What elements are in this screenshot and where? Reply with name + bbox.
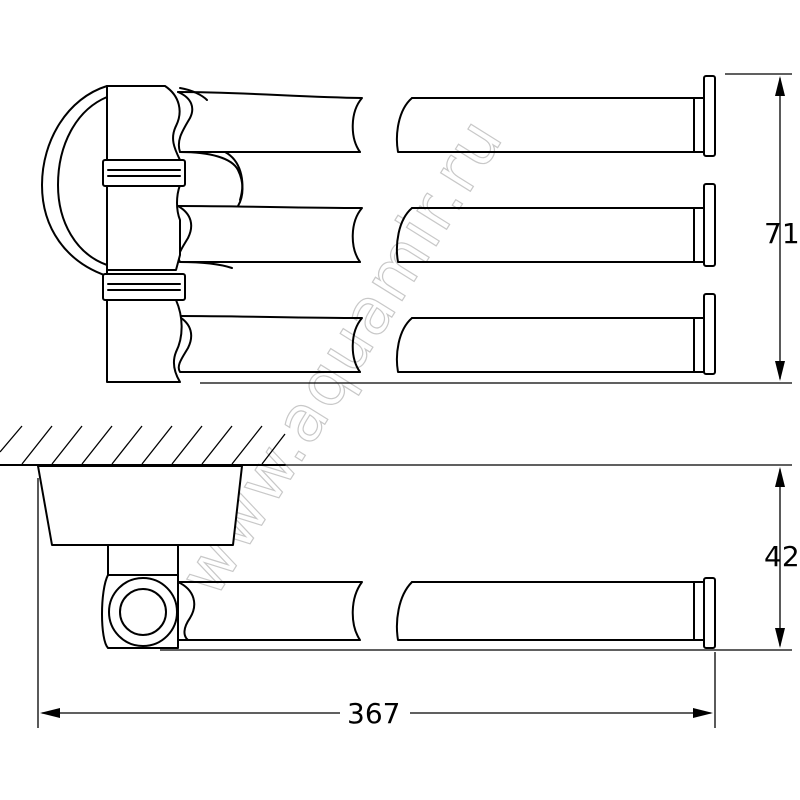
dimension-label-42: 42 (764, 540, 800, 573)
side-arm (177, 577, 716, 649)
dimension-total-width: 367 (37, 478, 716, 730)
dimension-height-top: 71 (200, 73, 800, 384)
pivot-block (102, 85, 186, 383)
towel-arm-1 (177, 75, 716, 157)
towel-arm-3 (177, 293, 716, 375)
pivot-ring (179, 151, 244, 269)
side-view: 42 367 (0, 425, 800, 730)
dimension-label-71: 71 (764, 217, 800, 250)
dimension-label-367: 367 (347, 697, 400, 730)
top-view: 71 (41, 73, 800, 384)
dimension-height-side: 42 (160, 467, 800, 651)
pivot-connector (101, 544, 179, 649)
flange-cup (37, 465, 243, 546)
